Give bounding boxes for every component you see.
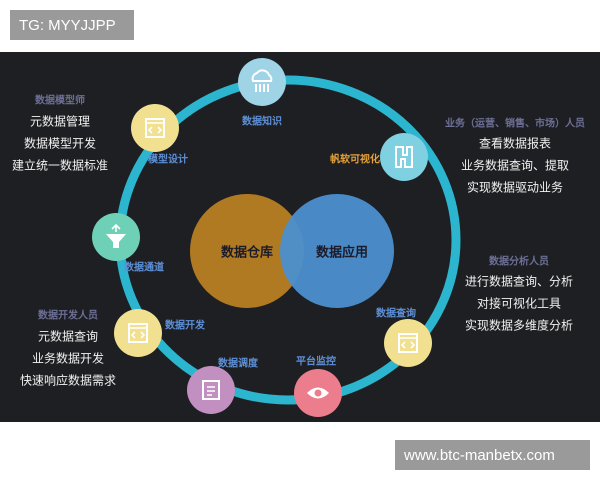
funnel-icon: [106, 223, 126, 248]
role-title-modeler: 数据模型师: [35, 95, 85, 107]
role-duty: 建立统一数据标准: [11, 158, 109, 173]
node-7: [294, 369, 342, 417]
code-window-icon: [145, 118, 165, 138]
node-8: [384, 319, 432, 367]
node-4: [92, 213, 140, 261]
warehouse-circle: [190, 194, 304, 308]
node-circle: [380, 133, 428, 181]
node-label-schedule: 数据调度: [218, 358, 258, 370]
watermark-top: TG: MYYJJPP: [10, 10, 134, 40]
eye-icon: [307, 387, 329, 399]
node-label-knowledge: 数据知识: [242, 116, 282, 128]
role-duty: 业务数据开发: [31, 351, 105, 366]
node-label-query: 数据查询: [376, 308, 416, 320]
node-label-model: 模型设计: [148, 154, 188, 166]
role-duty: 对接可视化工具: [476, 296, 562, 311]
node-2: [131, 104, 179, 152]
application-circle: [280, 194, 394, 308]
finereport-logo-icon: [395, 146, 413, 168]
role-duty: 元数据管理: [29, 114, 91, 129]
role-duty: 快速响应数据需求: [19, 373, 117, 388]
node-circle: [131, 104, 179, 152]
role-title-business: 业务（运营、销售、市场）人员: [445, 118, 585, 130]
node-label-finereport: 帆软可视化: [330, 154, 380, 166]
node-circle: [384, 319, 432, 367]
node-circle: [114, 309, 162, 357]
cloud-data-icon: [251, 69, 273, 92]
role-duty: 实现数据多维度分析: [464, 318, 574, 333]
node-5: [114, 309, 162, 357]
code-window-icon: [398, 333, 418, 353]
center-label-warehouse: 数据仓库: [220, 245, 274, 261]
node-circle: [187, 366, 235, 414]
document-icon: [202, 380, 220, 400]
role-duty: 业务数据查询、提取: [460, 158, 570, 173]
node-label-channel: 数据通道: [124, 262, 164, 274]
node-3: [380, 133, 428, 181]
role-duty: 实现数据驱动业务: [466, 180, 564, 195]
role-duty: 元数据查询: [37, 329, 99, 344]
node-label-monitor: 平台监控: [296, 356, 336, 368]
node-label-dev: 数据开发: [165, 320, 205, 332]
role-duty: 数据模型开发: [23, 136, 97, 151]
role-title-developer: 数据开发人员: [38, 310, 98, 322]
code-window-icon: [128, 323, 148, 343]
role-duty: 进行数据查询、分析: [464, 274, 574, 289]
watermark-bottom: www.btc-manbetx.com: [395, 440, 590, 470]
diagram-panel: 数据仓库 数据应用 数据知识 模型设计 帆软可视化 数据通道 数据开发 数据调度…: [0, 52, 600, 422]
diagram-graphics: [92, 58, 461, 417]
role-duty: 查看数据报表: [478, 136, 552, 151]
role-title-analyst: 数据分析人员: [489, 256, 549, 268]
node-6: [187, 366, 235, 414]
center-label-application: 数据应用: [315, 245, 369, 261]
node-1: [238, 58, 286, 106]
